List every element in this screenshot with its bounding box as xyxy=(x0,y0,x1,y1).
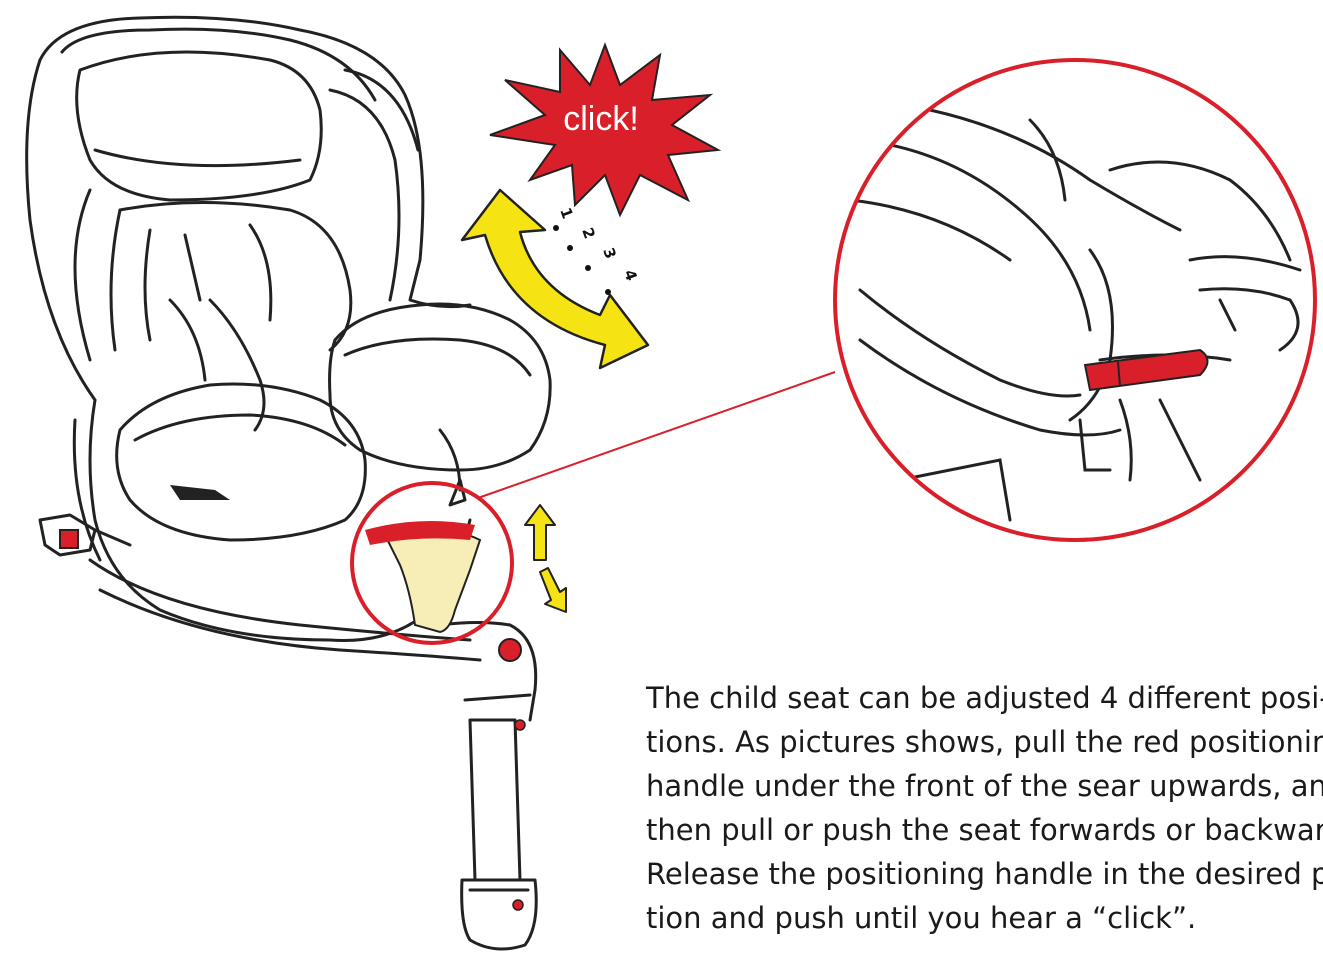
zoom-connector-line xyxy=(477,371,836,499)
handle-direction-arrows xyxy=(524,504,567,613)
instruction-line: then pull or push the seat forwards or b… xyxy=(646,813,1323,847)
arrow-down-icon xyxy=(539,567,567,613)
instruction-line: tions. As pictures shows, pull the red p… xyxy=(646,725,1323,759)
car-seat-drawing xyxy=(25,15,552,951)
position-label-3: 3 xyxy=(599,245,619,261)
positioning-handle-zoomed xyxy=(1083,348,1209,392)
leg-indicator-bottom xyxy=(512,899,524,911)
zoom-detail-circle xyxy=(833,58,1317,542)
zoom-source-circle xyxy=(350,481,514,645)
position-label-2: 2 xyxy=(578,225,598,241)
instruction-text: The child seat can be adjusted 4 differe… xyxy=(646,676,1323,940)
instruction-line: The child seat can be adjusted 4 differe… xyxy=(646,681,1323,715)
leg-release-button xyxy=(498,638,522,662)
position-label-4: 4 xyxy=(620,267,640,283)
position-markers: 1 2 3 4 xyxy=(553,205,641,295)
position-label-1: 1 xyxy=(556,205,576,221)
zoom-detail xyxy=(833,58,1317,542)
positioning-handle-hand xyxy=(383,527,482,634)
click-burst: click! xyxy=(489,42,722,218)
leg-indicator-top xyxy=(514,719,526,731)
arrow-up-icon xyxy=(524,504,556,561)
isofix-release-button xyxy=(59,529,79,549)
handle-highlight xyxy=(350,481,514,645)
instruction-line: handle under the front of the sear upwar… xyxy=(646,769,1323,803)
burst-label: click! xyxy=(563,100,639,138)
adjustment-arrow xyxy=(460,188,650,370)
instruction-line: Release the positioning handle in the de… xyxy=(646,857,1323,891)
positioning-handle-small xyxy=(365,521,475,545)
buckle-tongue xyxy=(170,485,230,500)
instruction-line: tion and push until you hear a “click”. xyxy=(646,901,1197,935)
burst-shape xyxy=(489,42,722,218)
